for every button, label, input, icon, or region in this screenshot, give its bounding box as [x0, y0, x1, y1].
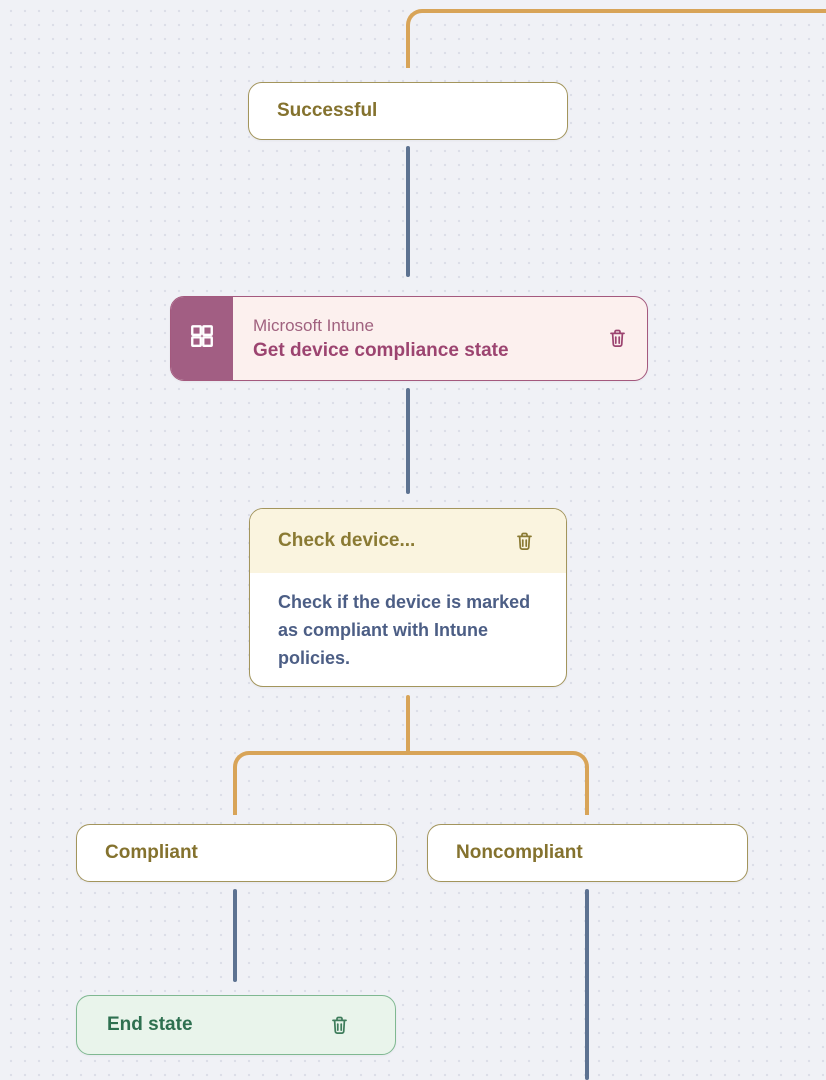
- delete-check-device-button[interactable]: [512, 529, 536, 553]
- action-name: Get device compliance state: [253, 340, 509, 361]
- connector-compliant-to-end: [233, 889, 237, 982]
- branch-node-noncompliant-label: Noncompliant: [456, 842, 583, 863]
- branch-node-compliant-label: Compliant: [105, 842, 198, 863]
- action-node-content: Microsoft Intune Get device compliance s…: [233, 297, 605, 380]
- branch-node-compliant[interactable]: Compliant: [76, 824, 397, 882]
- connector-check-branch-stem: [406, 695, 410, 755]
- action-node-intune[interactable]: Microsoft Intune Get device compliance s…: [170, 296, 648, 381]
- trash-icon: [606, 327, 629, 350]
- app-grid-icon: [187, 321, 217, 356]
- delete-intune-step-button[interactable]: [605, 327, 629, 351]
- end-state-node[interactable]: End state: [76, 995, 396, 1055]
- end-state-label: End state: [107, 1014, 193, 1035]
- connector-noncompliant-down: [585, 889, 589, 1080]
- branch-node-successful[interactable]: Successful: [248, 82, 568, 140]
- condition-description: Check if the device is marked as complia…: [278, 592, 531, 668]
- connector-incoming-gold: [406, 9, 826, 68]
- condition-title: Check device...: [278, 530, 416, 551]
- trash-icon: [328, 1014, 351, 1037]
- delete-end-state-button[interactable]: [327, 1013, 351, 1037]
- branch-node-successful-label: Successful: [277, 100, 378, 121]
- branch-node-noncompliant[interactable]: Noncompliant: [427, 824, 748, 882]
- connector-branch-compliant: [233, 751, 410, 815]
- condition-node-check-device[interactable]: Check device... Check if the device is m…: [249, 508, 567, 687]
- action-app-name: Microsoft Intune: [253, 316, 374, 335]
- connector-branch-noncompliant: [406, 751, 589, 815]
- action-accent-bar: [171, 297, 233, 380]
- connector-successful-to-intune: [406, 146, 410, 277]
- connector-intune-to-check: [406, 388, 410, 494]
- trash-icon: [513, 530, 536, 553]
- condition-node-header: Check device...: [250, 509, 566, 573]
